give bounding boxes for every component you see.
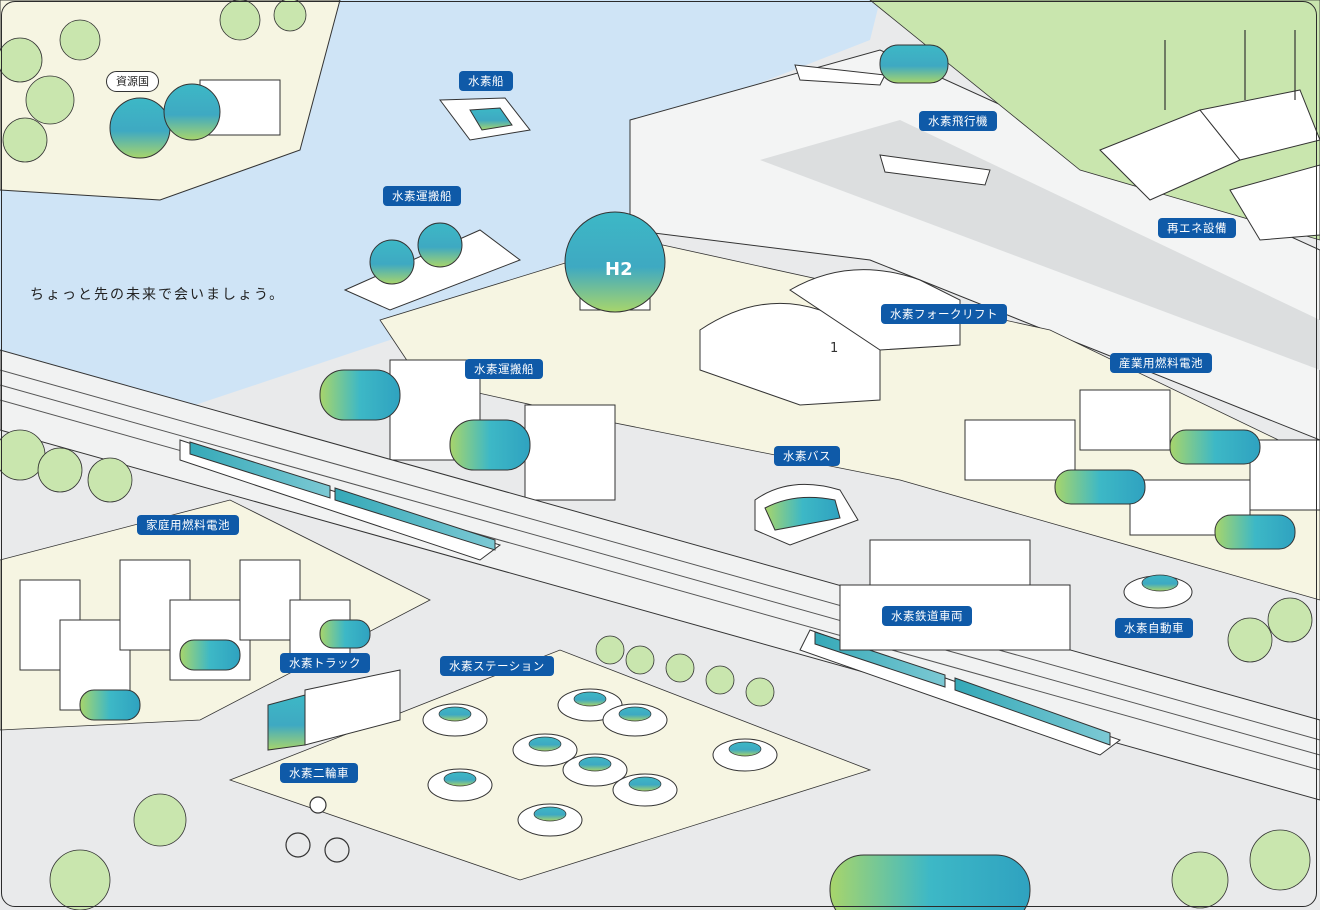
- wind-turbines: [1164, 30, 1296, 110]
- warehouse-number: 1: [830, 341, 838, 356]
- label-hydrogen-truck: 水素トラック: [280, 653, 370, 673]
- island-trees: [0, 0, 307, 163]
- hydrogen-truck-vehicle: [267, 669, 401, 751]
- hydrogen-bus-vehicle: [754, 483, 859, 546]
- solar-panels: [1099, 89, 1320, 241]
- label-resource-country: 資源国: [106, 71, 159, 92]
- tagline: ちょっと先の未来で会いましょう。: [30, 287, 286, 303]
- label-industrial-fuel-cell: 産業用燃料電池: [1110, 353, 1212, 373]
- label-hydrogen-carrier-ship: 水素運搬船: [383, 186, 461, 206]
- hill: [869, 0, 1320, 241]
- large-tank-symbol: H2: [605, 259, 633, 280]
- label-hydrogen-aircraft: 水素飛行機: [919, 111, 997, 131]
- label-hydrogen-ship: 水素船: [459, 71, 513, 91]
- label-home-fuel-cell: 家庭用燃料電池: [137, 515, 239, 535]
- carrier-ship: [343, 222, 522, 311]
- home-tanks: [79, 619, 371, 721]
- station-car-roofs: [438, 691, 762, 822]
- label-hydrogen-motorcycle: 水素二輪車: [280, 763, 358, 783]
- industrial-tanks: [1054, 429, 1296, 550]
- hydrogen-car-vehicle: [1123, 574, 1193, 609]
- label-hydrogen-railway: 水素鉄道車両: [882, 606, 972, 626]
- hydrogen-motorcycle-vehicle: [285, 796, 350, 863]
- island-tanks: [109, 79, 281, 159]
- label-renewable-energy: 再エネ設備: [1158, 218, 1236, 238]
- label-hydrogen-carrier-terminal: 水素運搬船: [465, 359, 543, 379]
- trees: [0, 429, 1313, 910]
- bottom-tanks: [829, 854, 1031, 910]
- warehouses: 1: [699, 269, 961, 406]
- label-hydrogen-station: 水素ステーション: [440, 656, 554, 676]
- runway: [760, 120, 1320, 370]
- label-hydrogen-bus: 水素バス: [774, 446, 840, 466]
- large-h2-tank: H2: [564, 211, 666, 313]
- aircraft: [794, 44, 991, 186]
- label-hydrogen-car: 水素自動車: [1115, 618, 1193, 638]
- terminal-tanks: [319, 359, 616, 501]
- hydrogen-ship-vessel: [439, 97, 531, 141]
- label-hydrogen-forklift: 水素フォークリフト: [881, 304, 1007, 324]
